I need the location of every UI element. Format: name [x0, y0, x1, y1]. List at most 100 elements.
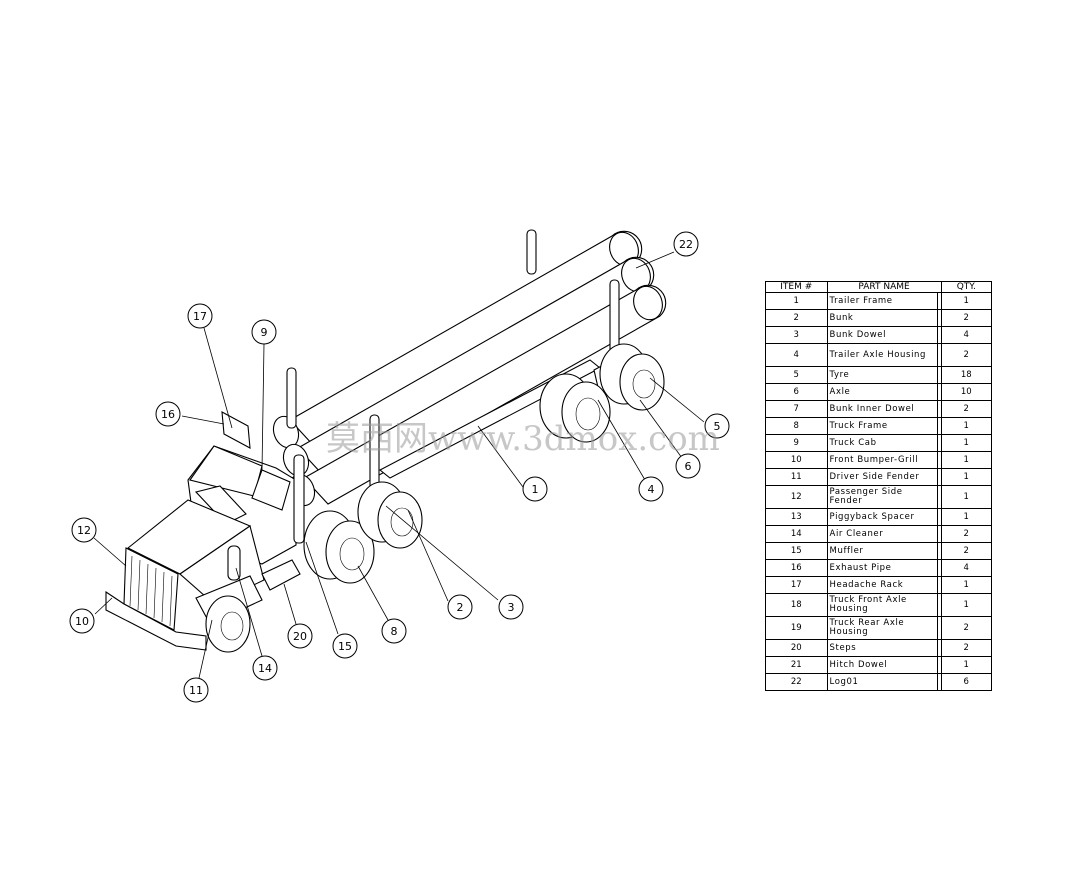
- bom-quantity: 1: [940, 485, 993, 509]
- bom-item-number: 13: [765, 508, 828, 526]
- bom-part-name: Truck Frame: [826, 417, 938, 435]
- bom-quantity: 1: [940, 656, 993, 674]
- bom-part-name: Passenger Side Fender: [826, 485, 938, 509]
- bom-quantity: 10: [940, 383, 993, 401]
- svg-text:8: 8: [391, 625, 398, 638]
- bom-part-name: Trailer Axle Housing: [826, 343, 938, 367]
- bom-quantity: 4: [940, 559, 993, 577]
- bom-item-number: 2: [765, 309, 828, 327]
- logs: [272, 230, 667, 507]
- truck-rear-wheels: [303, 481, 423, 584]
- svg-text:1: 1: [532, 483, 539, 496]
- svg-text:15: 15: [338, 640, 352, 653]
- bom-header-row: ITEM # PART NAME QTY.: [765, 281, 993, 293]
- balloon-2: 2: [447, 594, 473, 620]
- bom-part-name: Bunk Inner Dowel: [826, 400, 938, 418]
- bom-item-number: 3: [765, 326, 828, 344]
- bom-quantity: 1: [940, 468, 993, 486]
- bom-quantity: 1: [940, 292, 993, 310]
- bom-item-number: 9: [765, 434, 828, 452]
- bom-item-number: 22: [765, 673, 828, 691]
- bom-part-name: Tyre: [826, 366, 938, 384]
- bom-item-number: 4: [765, 343, 828, 367]
- bom-part-name: Truck Cab: [826, 434, 938, 452]
- balloon-3: 3: [498, 594, 524, 620]
- bom-part-name: Truck Front Axle Housing: [826, 593, 938, 617]
- balloon-22: 22: [673, 231, 699, 257]
- bom-quantity: 2: [940, 525, 993, 543]
- bom-part-name: Bunk: [826, 309, 938, 327]
- bom-item-number: 16: [765, 559, 828, 577]
- balloon-8: 8: [381, 618, 407, 644]
- bom-item-number: 6: [765, 383, 828, 401]
- bom-quantity: 2: [940, 639, 993, 657]
- bom-part-name: Bunk Dowel: [826, 326, 938, 344]
- balloon-1: 1: [522, 476, 548, 502]
- bom-item-number: 14: [765, 525, 828, 543]
- svg-text:17: 17: [193, 310, 207, 323]
- svg-text:5: 5: [714, 420, 721, 433]
- balloon-14: 14: [252, 655, 278, 681]
- bom-item-number: 20: [765, 639, 828, 657]
- svg-text:20: 20: [293, 630, 307, 643]
- bom-item-number: 15: [765, 542, 828, 560]
- bom-item-number: 1: [765, 292, 828, 310]
- bom-quantity: 2: [940, 343, 993, 367]
- truck-cab: [105, 411, 305, 653]
- bom-part-name: Driver Side Fender: [826, 468, 938, 486]
- grill-lines: [129, 555, 173, 627]
- svg-text:2: 2: [457, 601, 464, 614]
- bom-part-name: Muffler: [826, 542, 938, 560]
- bom-quantity: 4: [940, 326, 993, 344]
- bom-item-number: 7: [765, 400, 828, 418]
- bom-part-name: Axle: [826, 383, 938, 401]
- bom-part-name: Steps: [826, 639, 938, 657]
- bom-part-name: Log01: [826, 673, 938, 691]
- bom-quantity: 2: [940, 309, 993, 327]
- svg-text:22: 22: [679, 238, 693, 251]
- bom-quantity: 1: [940, 417, 993, 435]
- svg-text:11: 11: [189, 684, 203, 697]
- bom-item-number: 17: [765, 576, 828, 594]
- trailer-wheels: [539, 343, 665, 443]
- bom-item-number: 19: [765, 616, 828, 640]
- bom-quantity: 18: [940, 366, 993, 384]
- bom-part-name: Exhaust Pipe: [826, 559, 938, 577]
- bom-item-number: 10: [765, 451, 828, 469]
- bom-part-name: Front Bumper-Grill: [826, 451, 938, 469]
- watermark: 莫西网www.3dmox.com: [326, 419, 720, 459]
- balloon-20: 20: [287, 623, 313, 649]
- bom-quantity: 1: [940, 593, 993, 617]
- balloon-17: 17: [187, 303, 213, 329]
- svg-text:9: 9: [261, 326, 268, 339]
- balloon-4: 4: [638, 476, 664, 502]
- bom-quantity: 1: [940, 508, 993, 526]
- bom-part-name: Trailer Frame: [826, 292, 938, 310]
- bom-quantity: 6: [940, 673, 993, 691]
- bom-quantity: 1: [940, 451, 993, 469]
- bom-quantity: 1: [940, 434, 993, 452]
- balloon-12: 12: [71, 517, 97, 543]
- bom-item-number: 11: [765, 468, 828, 486]
- balloon-6: 6: [675, 453, 701, 479]
- balloon-5: 5: [704, 413, 730, 439]
- bom-item-number: 12: [765, 485, 828, 509]
